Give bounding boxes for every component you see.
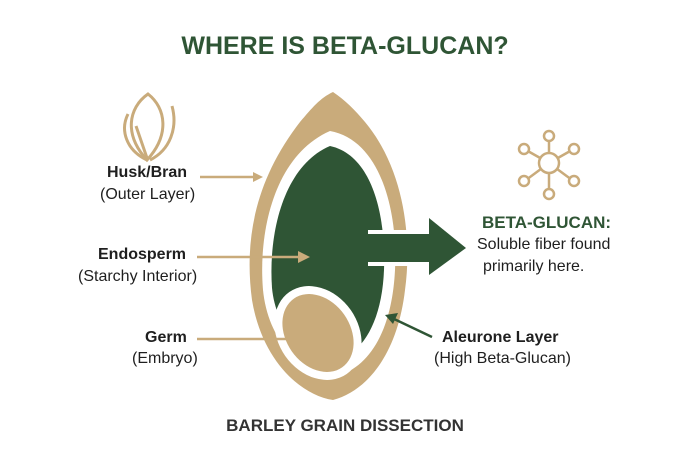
pointer-arrows [197,172,310,341]
endosperm-desc: (Starchy Interior) [78,268,198,285]
callout-line-1: Soluble fiber found [477,236,611,253]
leaf-icon [123,92,176,163]
aleurone-arrow [385,313,433,339]
beta-glucan-arrow [368,218,466,275]
husk-label: Husk/Bran [107,164,188,181]
germ-label: Germ [145,329,187,346]
diagram-subtitle: BARLEY GRAIN DISSECTION [226,416,464,435]
endosperm-label: Endosperm [98,246,187,263]
germ-desc: (Embryo) [132,350,198,367]
callout-line-2: primarily here. [483,258,585,275]
aleurone-label: Aleurone Layer [442,329,559,346]
aleurone-desc: (High Beta-Glucan) [434,350,571,367]
germ-fill [282,294,354,372]
husk-desc: (Outer Layer) [100,186,196,203]
molecule-icon [517,129,581,201]
callout-heading: BETA-GLUCAN: [482,213,612,232]
page-title: WHERE IS BETA-GLUCAN? [181,32,509,60]
